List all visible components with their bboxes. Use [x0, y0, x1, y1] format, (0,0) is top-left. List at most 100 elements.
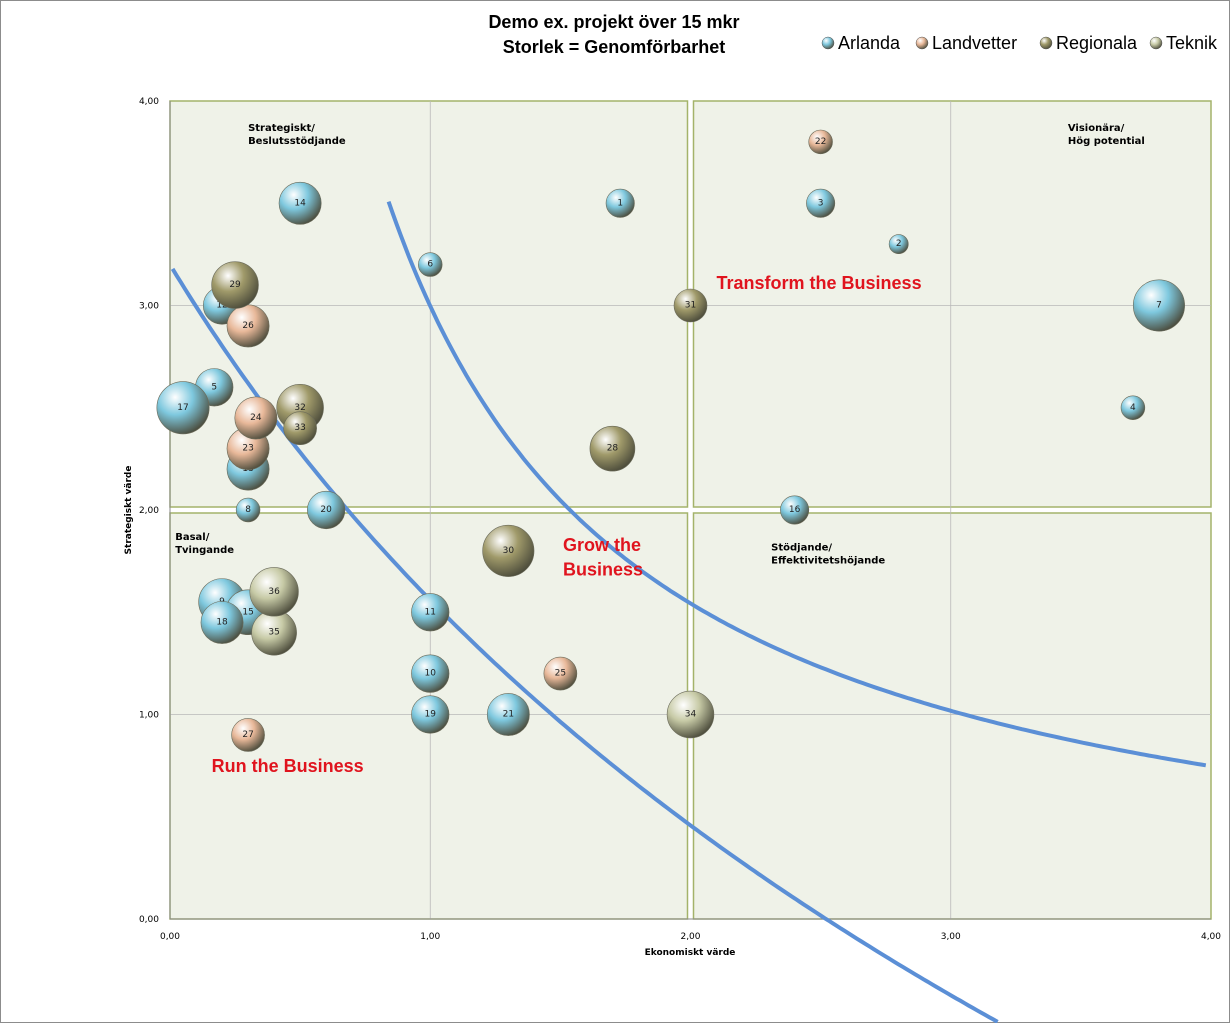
bubble-marker[interactable] — [780, 495, 810, 525]
bubble-label: 35 — [268, 628, 279, 638]
y-tick-label: 2,00 — [139, 506, 159, 516]
bubble-34[interactable]: 34 — [666, 690, 715, 739]
y-tick-label: 1,00 — [139, 711, 159, 721]
annotation-label: Transform the Business — [717, 273, 922, 293]
bubble-label: 25 — [555, 669, 566, 679]
x-tick-label: 1,00 — [420, 932, 440, 942]
bubble-29[interactable]: 29 — [211, 261, 259, 309]
bubble-label: 33 — [294, 423, 305, 433]
x-tick-label: 4,00 — [1201, 932, 1221, 942]
bubble-label: 17 — [177, 403, 188, 413]
bubble-36[interactable]: 36 — [249, 567, 299, 617]
bubble-marker[interactable] — [411, 695, 450, 734]
bubble-marker[interactable] — [278, 181, 322, 225]
bubble-label: 19 — [425, 710, 437, 720]
bubble-marker[interactable] — [411, 654, 450, 693]
bubble-label: 14 — [294, 198, 306, 208]
bubble-label: 29 — [229, 280, 241, 290]
bubble-label: 36 — [268, 587, 280, 597]
bubble-marker[interactable] — [200, 601, 244, 644]
bubble-label: 15 — [242, 607, 253, 617]
bubble-marker[interactable] — [283, 411, 317, 446]
bubble-30[interactable]: 30 — [482, 524, 535, 577]
bubble-20[interactable]: 20 — [307, 490, 346, 530]
y-tick-label: 4,00 — [139, 97, 159, 107]
bubble-label: 27 — [242, 730, 253, 740]
bubble-label: 28 — [607, 444, 619, 454]
bubble-11[interactable]: 11 — [411, 593, 450, 632]
bubble-label: 24 — [250, 413, 262, 423]
bubble-marker[interactable] — [605, 188, 635, 218]
bubble-label: 10 — [425, 669, 437, 679]
bubble-marker[interactable] — [235, 497, 261, 523]
bubble-label: 34 — [685, 710, 697, 720]
legend-label-arlanda: Arlanda — [838, 33, 901, 53]
bubble-marker[interactable] — [888, 234, 909, 255]
bubble-label: 21 — [503, 710, 514, 720]
x-tick-label: 2,00 — [680, 932, 700, 942]
quadrant-2 — [692, 100, 1212, 508]
bubble-marker[interactable] — [673, 288, 708, 323]
bubble-marker[interactable] — [1120, 395, 1146, 420]
bubble-4[interactable]: 4 — [1120, 395, 1146, 420]
bubble-marker[interactable] — [486, 693, 530, 736]
bubble-14[interactable]: 14 — [278, 181, 322, 225]
quadrant-label: Stödjande/ — [771, 542, 832, 553]
legend-marker-teknik — [1149, 36, 1163, 50]
bubbles: 1234567891011121314151617181920212223242… — [156, 129, 1185, 752]
bubble-31[interactable]: 31 — [673, 288, 708, 323]
bubble-8[interactable]: 8 — [235, 497, 261, 523]
bubble-2[interactable]: 2 — [888, 234, 909, 255]
bubble-26[interactable]: 26 — [226, 304, 270, 348]
bubble-33[interactable]: 33 — [283, 411, 317, 446]
bubble-marker[interactable] — [234, 396, 278, 440]
bubble-21[interactable]: 21 — [486, 693, 530, 736]
bubble-1[interactable]: 1 — [605, 188, 635, 218]
legend-label-regionala: Regionala — [1056, 33, 1138, 53]
bubble-label: 7 — [1156, 301, 1162, 311]
quadrant-label: Tvingande — [175, 545, 234, 556]
bubble-marker[interactable] — [1132, 279, 1185, 332]
bubble-24[interactable]: 24 — [234, 396, 278, 440]
y-axis-label: Strategiskt värde — [124, 466, 134, 555]
bubble-label: 32 — [294, 403, 305, 413]
bubble-6[interactable]: 6 — [418, 252, 443, 277]
quadrant-4 — [692, 512, 1212, 920]
bubble-marker[interactable] — [249, 567, 299, 617]
bubble-22[interactable]: 22 — [808, 129, 833, 155]
bubble-label: 22 — [815, 137, 826, 147]
bubble-27[interactable]: 27 — [231, 718, 265, 752]
title-line-2: Storlek = Genomförbarhet — [503, 37, 726, 57]
title-line-1: Demo ex. projekt över 15 mkr — [488, 12, 739, 32]
bubble-17[interactable]: 17 — [156, 381, 210, 435]
bubble-marker[interactable] — [211, 261, 259, 309]
bubble-marker[interactable] — [666, 690, 715, 739]
bubble-marker[interactable] — [307, 490, 346, 530]
bubble-marker[interactable] — [589, 425, 636, 472]
bubble-25[interactable]: 25 — [543, 656, 578, 691]
bubble-marker[interactable] — [482, 524, 535, 577]
bubble-label: 2 — [896, 239, 902, 249]
bubble-marker[interactable] — [231, 718, 265, 752]
bubble-marker[interactable] — [543, 656, 578, 691]
bubble-28[interactable]: 28 — [589, 425, 636, 472]
bubble-19[interactable]: 19 — [411, 695, 450, 734]
bubble-18[interactable]: 18 — [200, 601, 244, 644]
bubble-7[interactable]: 7 — [1132, 279, 1185, 332]
bubble-marker[interactable] — [806, 188, 836, 218]
bubble-marker[interactable] — [156, 381, 210, 435]
bubble-16[interactable]: 16 — [780, 495, 810, 525]
bubble-marker[interactable] — [411, 593, 450, 632]
bubble-35[interactable]: 35 — [251, 609, 297, 656]
legend-label-landvetter: Landvetter — [932, 33, 1017, 53]
bubble-3[interactable]: 3 — [806, 188, 836, 218]
bubble-marker[interactable] — [808, 129, 833, 155]
bubble-marker[interactable] — [418, 252, 443, 277]
bubble-label: 26 — [242, 321, 254, 331]
bubble-10[interactable]: 10 — [411, 654, 450, 693]
x-tick-label: 3,00 — [941, 932, 961, 942]
